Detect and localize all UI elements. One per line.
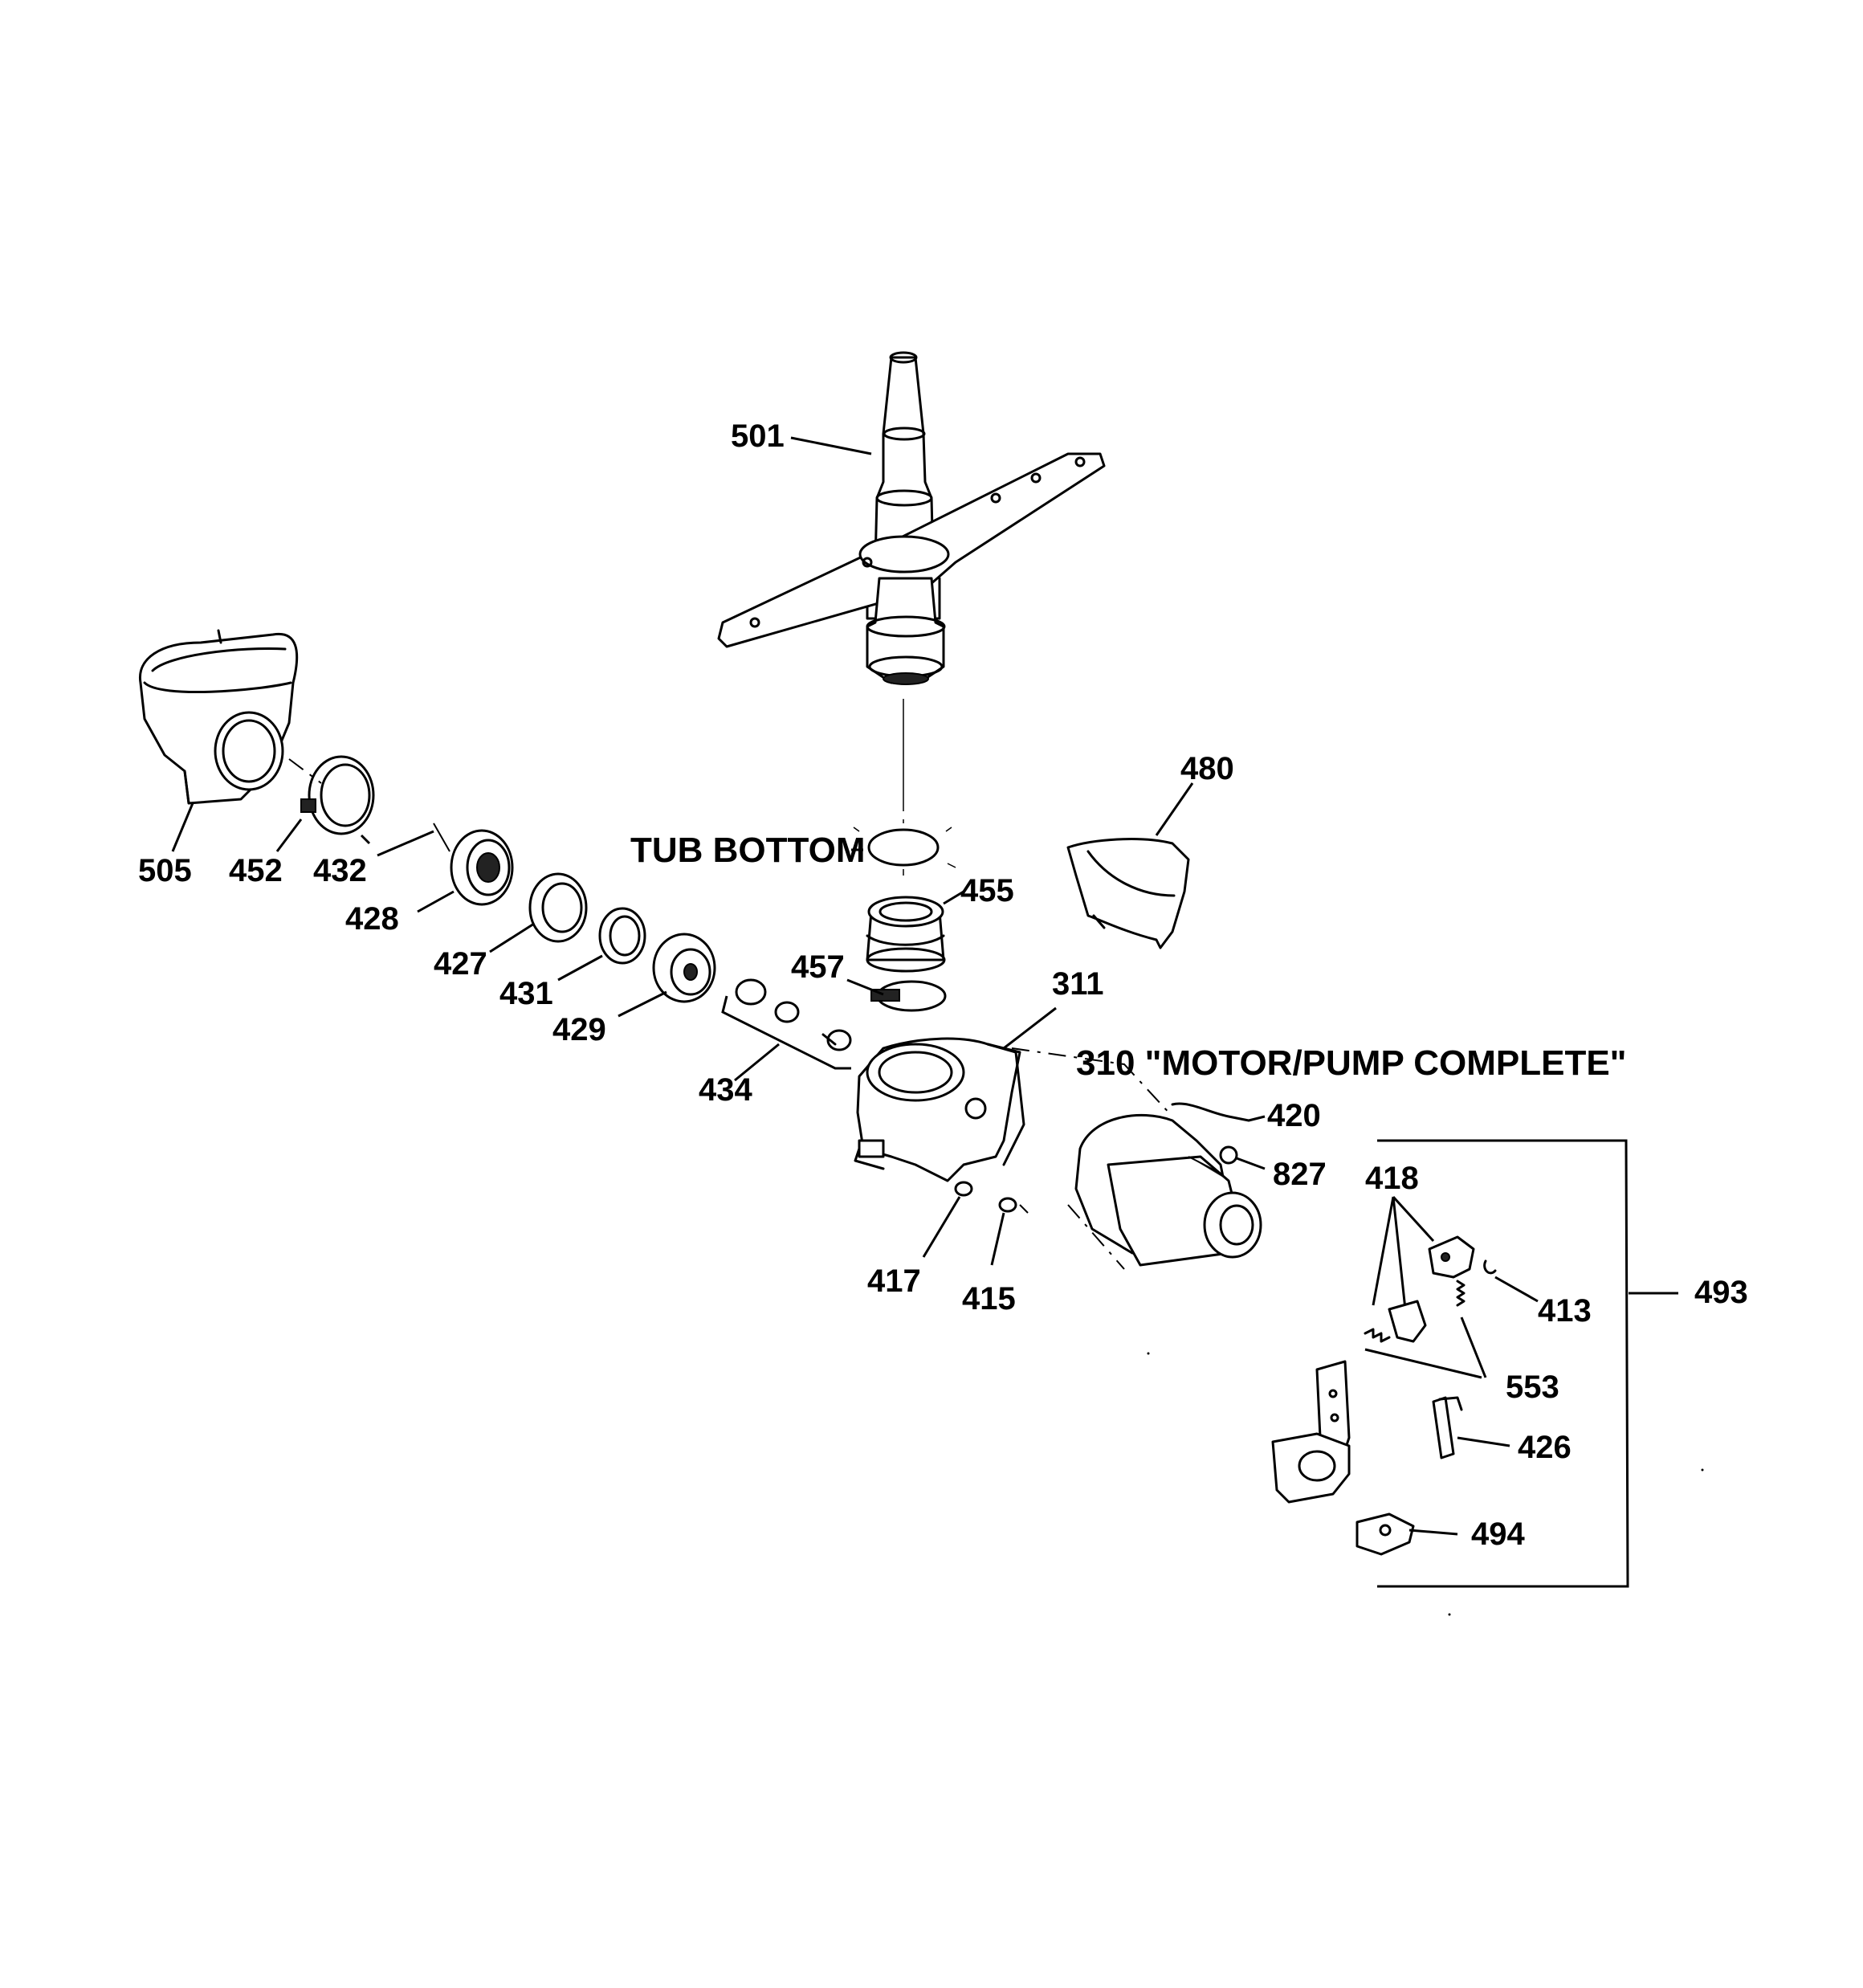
impeller-429-part[interactable] xyxy=(652,933,716,1003)
washer-417-part[interactable] xyxy=(954,1181,973,1197)
bellows-455-part[interactable] xyxy=(866,896,946,973)
callout-493: 493 xyxy=(1694,1275,1748,1310)
callout-426: 426 xyxy=(1518,1430,1572,1465)
callout-480: 480 xyxy=(1180,751,1234,786)
callout-455: 455 xyxy=(960,873,1014,908)
callout-420: 420 xyxy=(1267,1098,1321,1133)
callout-553: 553 xyxy=(1506,1370,1559,1405)
nut-415-part[interactable] xyxy=(998,1197,1017,1213)
callout-418: 418 xyxy=(1365,1161,1419,1196)
motor-pump-complete-label: 310 "MOTOR/PUMP COMPLETE" xyxy=(1076,1043,1627,1083)
clamp-432-part[interactable] xyxy=(300,755,375,835)
callout-505: 505 xyxy=(138,853,192,888)
callout-311: 311 xyxy=(1052,966,1104,1002)
ring-427-part[interactable] xyxy=(528,872,588,943)
solenoid-bracket-part[interactable] xyxy=(1271,1360,1351,1504)
seal-kit-434-part[interactable] xyxy=(721,978,852,1070)
part-494[interactable] xyxy=(1355,1512,1415,1556)
clip-413-part[interactable] xyxy=(1483,1259,1497,1275)
callout-428: 428 xyxy=(345,901,399,937)
callout-501: 501 xyxy=(731,418,785,454)
spring-553-part[interactable] xyxy=(1364,1280,1466,1343)
motor-310-part[interactable] xyxy=(1074,1113,1262,1267)
callout-452: 452 xyxy=(229,853,283,888)
callout-417: 417 xyxy=(867,1263,921,1299)
sump-housing-part[interactable] xyxy=(138,629,299,805)
callout-434: 434 xyxy=(699,1072,752,1108)
screw-827-part[interactable] xyxy=(1219,1145,1238,1165)
tub-bottom-label: TUB BOTTOM xyxy=(630,831,866,870)
pump-housing-311-part[interactable] xyxy=(854,1037,1025,1182)
clamp-457-part[interactable] xyxy=(870,980,947,1012)
lever-418-part[interactable] xyxy=(1388,1235,1475,1343)
callout-429: 429 xyxy=(552,1012,606,1047)
plunger-426-part[interactable] xyxy=(1432,1396,1463,1459)
callout-827: 827 xyxy=(1273,1157,1327,1192)
callout-415: 415 xyxy=(962,1281,1016,1316)
filter-428-part[interactable] xyxy=(433,823,514,906)
callout-432: 432 xyxy=(313,853,367,888)
lower-spray-arm-part[interactable] xyxy=(717,351,1106,685)
callout-431: 431 xyxy=(499,976,553,1011)
tub-bottom-ring xyxy=(853,819,956,876)
callout-427: 427 xyxy=(434,946,487,982)
callout-457: 457 xyxy=(791,949,845,985)
ring-431-part[interactable] xyxy=(598,907,646,965)
wire-420-part[interactable] xyxy=(1171,1102,1250,1122)
callout-494: 494 xyxy=(1471,1517,1525,1552)
callout-413: 413 xyxy=(1538,1293,1592,1329)
shield-480-part[interactable] xyxy=(1066,838,1190,949)
